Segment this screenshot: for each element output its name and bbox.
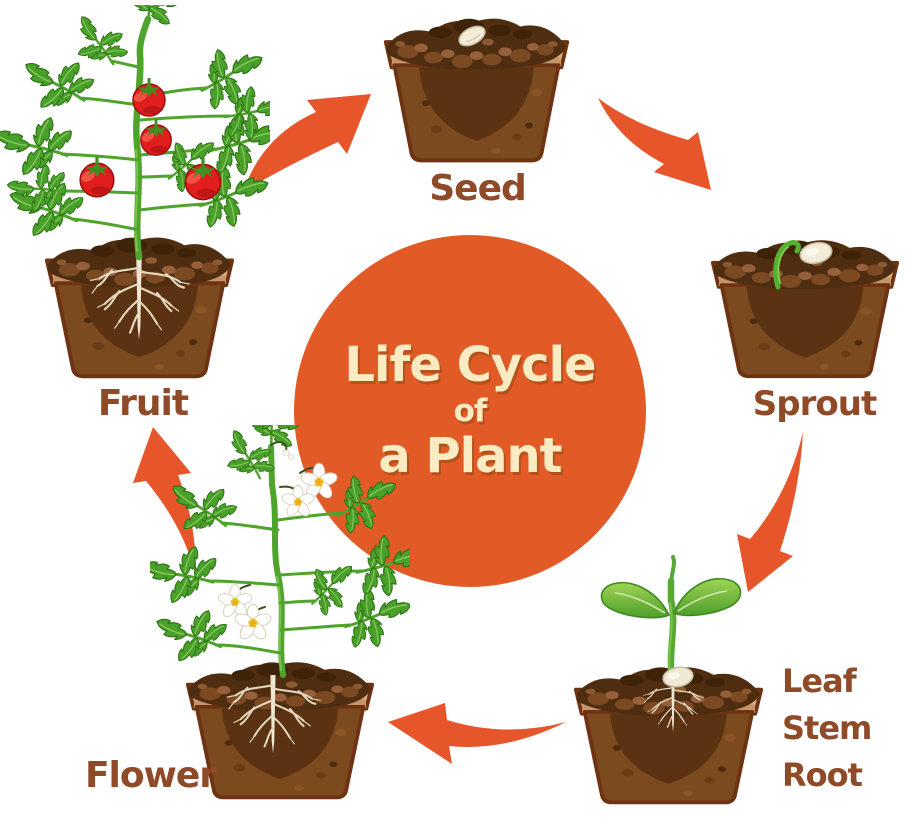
seed-pot-illustration — [383, 16, 570, 163]
fruit-plant-pot-illustration — [0, 5, 270, 379]
stage-label-fruit: Fruit — [97, 383, 189, 424]
title-line-2: of — [453, 392, 488, 429]
seedling-pot-illustration — [573, 555, 764, 805]
stage-label-sprout: Sprout — [752, 384, 877, 424]
stage-label-root: Root — [782, 756, 863, 794]
stage-label-leaf-stem-root: Leaf Stem Root — [782, 658, 912, 799]
sprout-pot-illustration — [710, 238, 900, 379]
arrow-seed-to-sprout — [598, 98, 711, 190]
stage-label-leaf: Leaf — [782, 662, 857, 700]
stage-label-stem: Stem — [782, 709, 872, 747]
flowering-plant-pot-illustration — [150, 425, 410, 800]
title-line-3: a Plant — [378, 428, 562, 485]
arrow-leafstemroot-to-flower — [388, 703, 566, 764]
stage-label-flower: Flower — [84, 755, 217, 796]
title-line-1: Life Cycle — [344, 337, 596, 394]
stage-label-seed: Seed — [429, 168, 527, 209]
